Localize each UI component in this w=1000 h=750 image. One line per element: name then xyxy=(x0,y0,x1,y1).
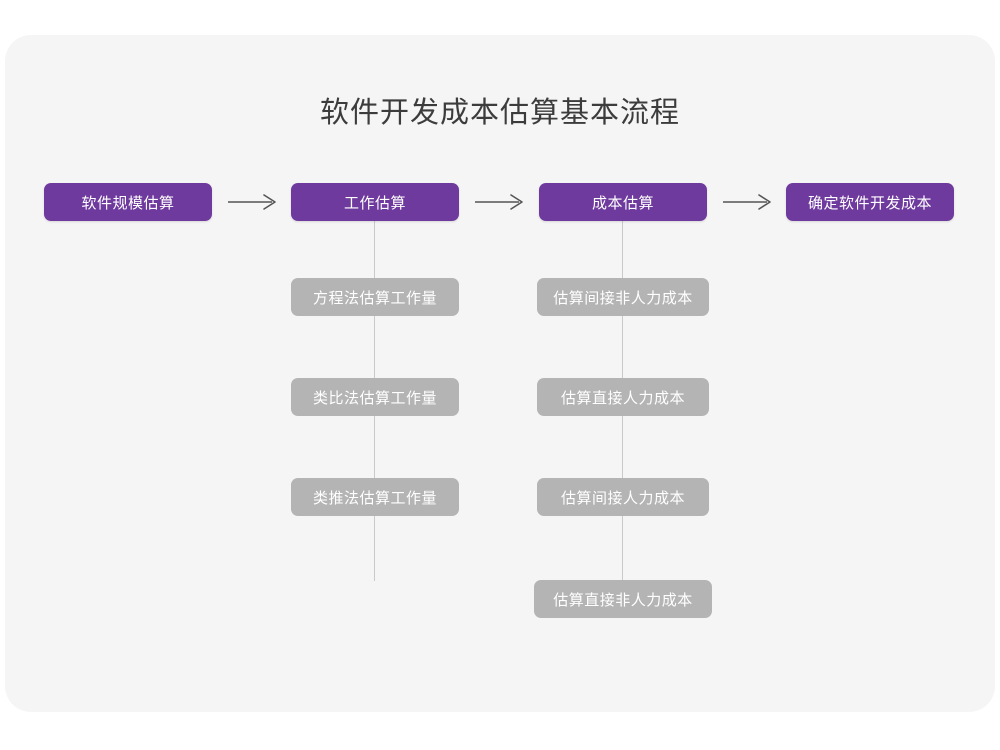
right-arrow-icon-1 xyxy=(228,192,280,212)
node-work-sub-analogical-method[interactable]: 类推法估算工作量 xyxy=(291,478,459,516)
diagram-card xyxy=(5,35,995,712)
node-cost-sub-direct-nonlabor[interactable]: 估算直接非人力成本 xyxy=(534,580,712,618)
node-work-estimation[interactable]: 工作估算 xyxy=(291,183,459,221)
node-software-scale-estimation[interactable]: 软件规模估算 xyxy=(44,183,212,221)
node-cost-sub-indirect-nonlabor[interactable]: 估算间接非人力成本 xyxy=(537,278,709,316)
node-cost-estimation[interactable]: 成本估算 xyxy=(539,183,707,221)
node-determine-development-cost[interactable]: 确定软件开发成本 xyxy=(786,183,954,221)
page-title: 软件开发成本估算基本流程 xyxy=(319,97,680,129)
node-cost-sub-indirect-labor[interactable]: 估算间接人力成本 xyxy=(537,478,709,516)
node-cost-sub-direct-labor[interactable]: 估算直接人力成本 xyxy=(537,378,709,416)
right-arrow-icon-2 xyxy=(475,192,527,212)
node-work-sub-equation-method[interactable]: 方程法估算工作量 xyxy=(291,278,459,316)
right-arrow-icon-3 xyxy=(723,192,775,212)
node-work-sub-analogy-method[interactable]: 类比法估算工作量 xyxy=(291,378,459,416)
